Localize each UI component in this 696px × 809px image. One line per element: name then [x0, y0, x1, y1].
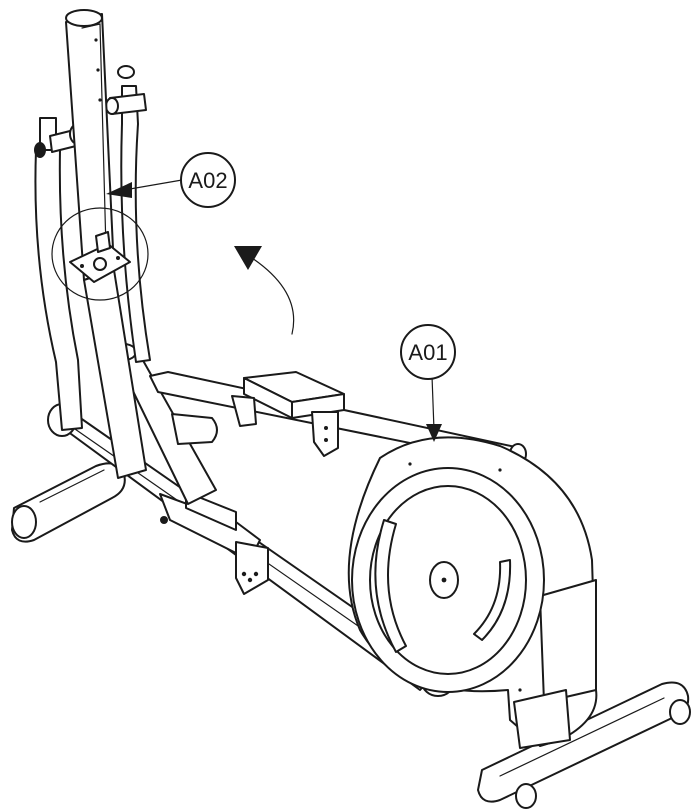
curved-arrow-icon	[234, 246, 295, 335]
console-mast	[65, 9, 147, 479]
step-block	[171, 413, 218, 445]
rear-stabilizer	[11, 462, 126, 543]
callout-a01: A01	[400, 324, 456, 442]
mounting-plate	[51, 207, 149, 301]
callout-a01-label: A01	[408, 340, 447, 365]
callout-a02: A02	[106, 152, 236, 208]
left-pedal-arm	[159, 491, 269, 595]
flywheel-housing	[347, 436, 598, 749]
callout-a02-label: A02	[188, 168, 227, 193]
front-stabilizer	[477, 681, 691, 809]
